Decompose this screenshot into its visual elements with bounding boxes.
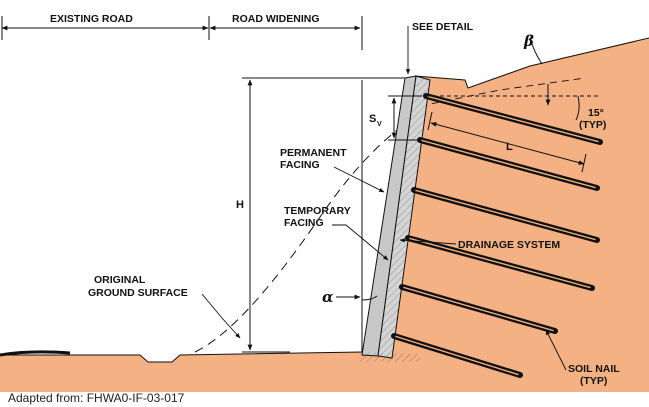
- leader-soil-nail: [545, 329, 567, 371]
- facing-hatch: [378, 76, 430, 358]
- label-beta: β: [523, 32, 534, 50]
- base-hatch: [360, 352, 420, 362]
- beta-arc: [529, 37, 543, 65]
- label-angle-typ: (TYP): [579, 119, 606, 131]
- label-length: L: [506, 141, 513, 153]
- dim-length: [430, 122, 585, 165]
- label-existing-road: EXISTING ROAD: [50, 13, 133, 25]
- leader-drainage: [399, 238, 457, 245]
- slope-crest-line: [414, 37, 649, 89]
- label-temporary-facing-1: TEMPORARY: [284, 205, 351, 217]
- original-ground-dashed: [194, 117, 411, 353]
- label-see-detail: SEE DETAIL: [412, 21, 474, 33]
- label-permanent-facing-1: PERMANENT: [280, 147, 347, 159]
- existing-pavement: [0, 350, 71, 357]
- label-sv: S: [369, 113, 376, 125]
- angle-arc: [575, 95, 580, 121]
- road-surface: [0, 351, 363, 363]
- source-credit: Adapted from: FHWA0-IF-03-017: [8, 391, 185, 405]
- label-original-ground-2: GROUND SURFACE: [88, 287, 188, 299]
- leader-permanent-facing: [333, 166, 385, 193]
- label-soil-nail-2: (TYP): [580, 375, 607, 387]
- label-height: H: [236, 199, 244, 211]
- label-sv-sub: V: [377, 121, 382, 128]
- label-temporary-facing-2: FACING: [284, 217, 324, 229]
- label-soil-nail-1: SOIL NAIL: [568, 363, 620, 375]
- label-permanent-facing-2: FACING: [280, 159, 320, 171]
- label-original-ground-1: ORIGINAL: [94, 274, 146, 286]
- label-drainage-system: DRAINAGE SYSTEM: [458, 239, 560, 251]
- leader-original-ground: [201, 293, 241, 339]
- label-road-widening: ROAD WIDENING: [232, 13, 320, 25]
- leader-temporary-facing: [332, 224, 389, 261]
- label-angle: 15°: [588, 107, 604, 119]
- label-alpha: α: [322, 288, 334, 306]
